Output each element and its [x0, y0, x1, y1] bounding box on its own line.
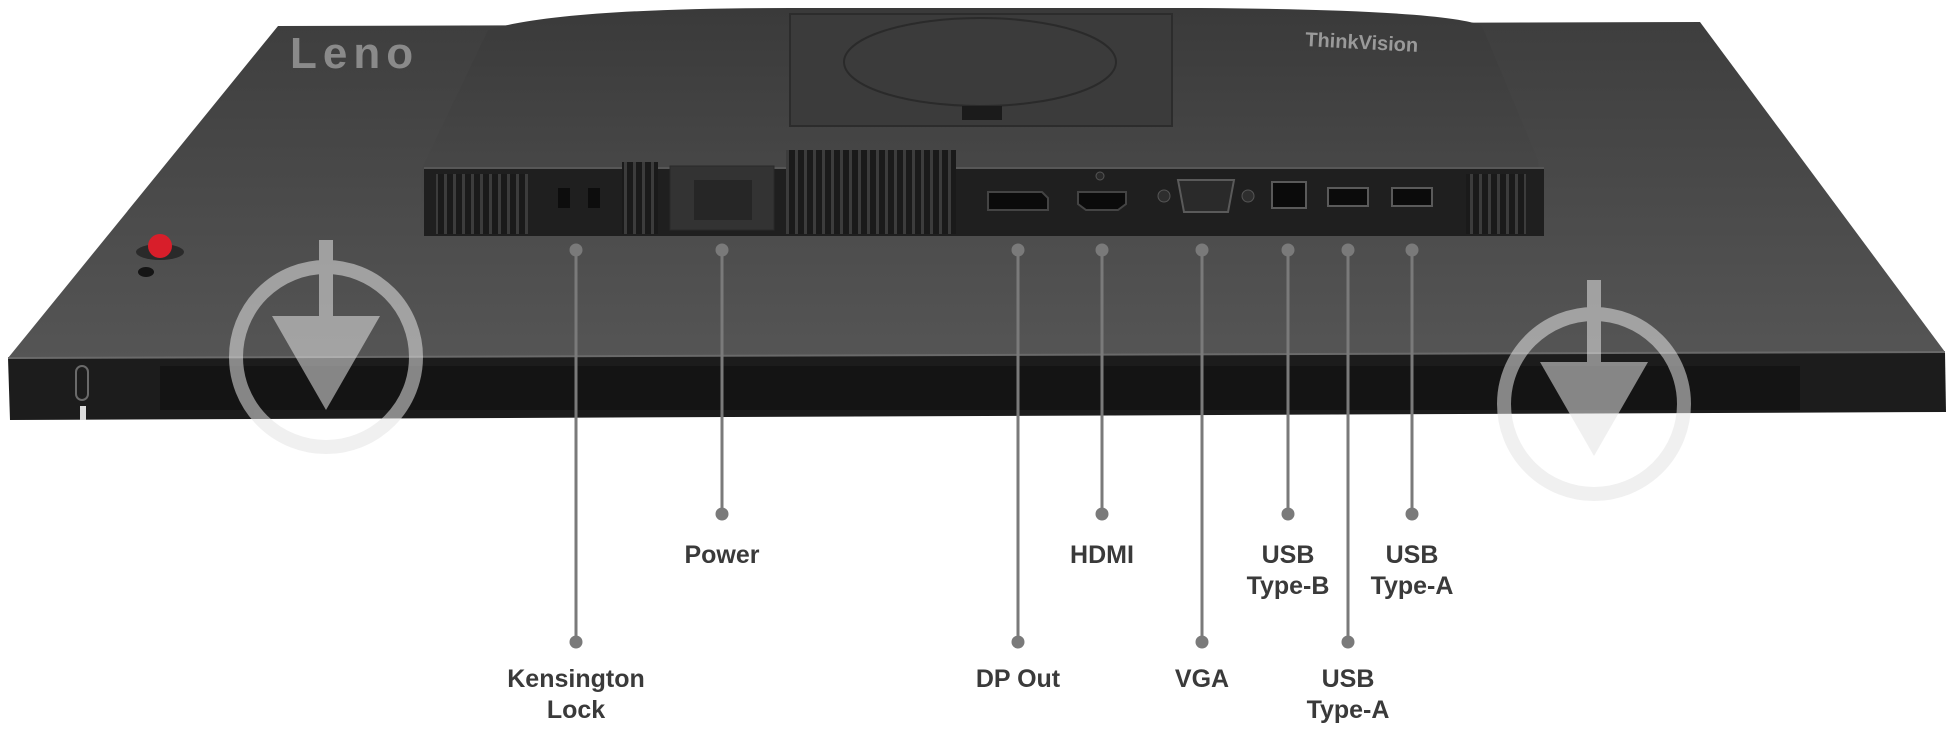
watermark-download-icon-left — [229, 240, 423, 454]
label-vga: VGA — [1174, 665, 1230, 693]
watermark-download-icon-right — [1497, 280, 1691, 501]
callout-lines — [569, 243, 1419, 649]
label-usb-type-a-1: USB Type-A — [1306, 665, 1390, 724]
usb-type-a-port-2 — [1391, 187, 1433, 207]
brand-front-text: Leno — [290, 29, 419, 78]
label-usb-type-b: USB Type-B — [1246, 541, 1330, 600]
vent-left — [436, 174, 528, 234]
label-power: Power — [684, 541, 760, 569]
kensington-slot — [558, 188, 570, 208]
hdmi-port — [1077, 191, 1127, 211]
dp-out-port — [987, 191, 1049, 211]
label-dp-out: DP Out — [975, 665, 1061, 693]
label-kensington-lock: Kensington Lock — [507, 665, 645, 724]
joystick-icon — [148, 234, 172, 258]
usb-type-a-port-1 — [1327, 187, 1369, 207]
label-usb-type-a-2: USB Type-A — [1370, 541, 1454, 600]
label-hdmi: HDMI — [1070, 541, 1134, 569]
vga-port — [1176, 179, 1236, 213]
vent-mid-left — [622, 162, 658, 234]
usb-type-b-port — [1271, 181, 1307, 209]
vent-center — [786, 150, 956, 234]
vent-right — [1466, 174, 1526, 234]
usb-c-side-port — [75, 365, 89, 401]
